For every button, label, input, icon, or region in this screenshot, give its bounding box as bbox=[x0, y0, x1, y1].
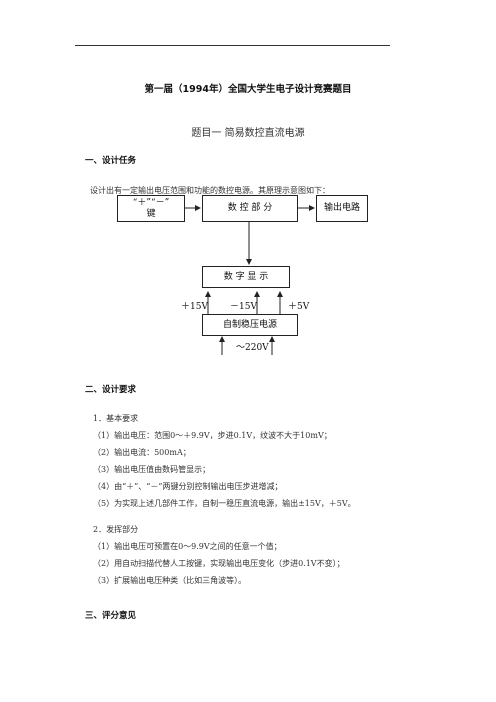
key-input-box: “＋”“－” 键 bbox=[117, 195, 185, 222]
task-description: 设计出有一定输出电压范围和功能的数控电源。其原理示意图如下： bbox=[90, 186, 330, 195]
section-heading-requirements: 二、设计要求 bbox=[85, 385, 137, 395]
problem-title: 题目一 简易数控直流电源 bbox=[191, 128, 305, 139]
top-rule bbox=[75, 45, 390, 46]
basic-requirements-title: 1．基本要求 bbox=[93, 414, 139, 423]
list-item: （2）用自动扫描代替人工按键，实现输出电压变化（步进0.1V不变）； bbox=[93, 559, 345, 568]
list-item: （3）输出电压值由数码管显示； bbox=[93, 465, 211, 474]
list-item: （1）输出电压：范围0～＋9.9V，步进0.1V，纹波不大于10mV； bbox=[93, 431, 332, 440]
key-box-line2: 键 bbox=[146, 208, 156, 219]
list-item: （5）为实现上述几部件工作，自制一稳压直流电源，输出±15V，＋5V。 bbox=[93, 499, 356, 508]
section-heading-scoring: 三、评分意见 bbox=[85, 611, 137, 621]
label-plus-15v: ＋15V bbox=[181, 302, 208, 312]
output-circuit-box: 输出电路 bbox=[316, 195, 368, 222]
label-ac-220v: ～220V bbox=[236, 343, 269, 353]
label-plus-5v: ＋5V bbox=[288, 302, 310, 312]
key-box-line1: “＋”“－” bbox=[132, 197, 170, 208]
section-heading-task: 一、设计任务 bbox=[85, 156, 137, 166]
document-title: 第一届（1994年）全国大学生电子设计竞赛题目 bbox=[144, 84, 352, 95]
list-item: （4）由“＋”、“－”两键分别控制输出电压步进增减； bbox=[93, 482, 283, 491]
list-item: （2）输出电流：500mA； bbox=[93, 448, 191, 457]
control-box: 数 控 部 分 bbox=[202, 195, 298, 222]
power-supply-box: 自制稳压电源 bbox=[202, 314, 298, 336]
label-minus-15v: －15V bbox=[230, 302, 257, 312]
extra-requirements-title: 2．发挥部分 bbox=[93, 525, 139, 534]
digital-display-box: 数 字 显 示 bbox=[202, 266, 290, 288]
list-item: （1）输出电压可预置在0～9.9V之间的任意一个值； bbox=[93, 542, 282, 551]
list-item: （3）扩展输出电压种类（比如三角波等）。 bbox=[93, 576, 247, 585]
